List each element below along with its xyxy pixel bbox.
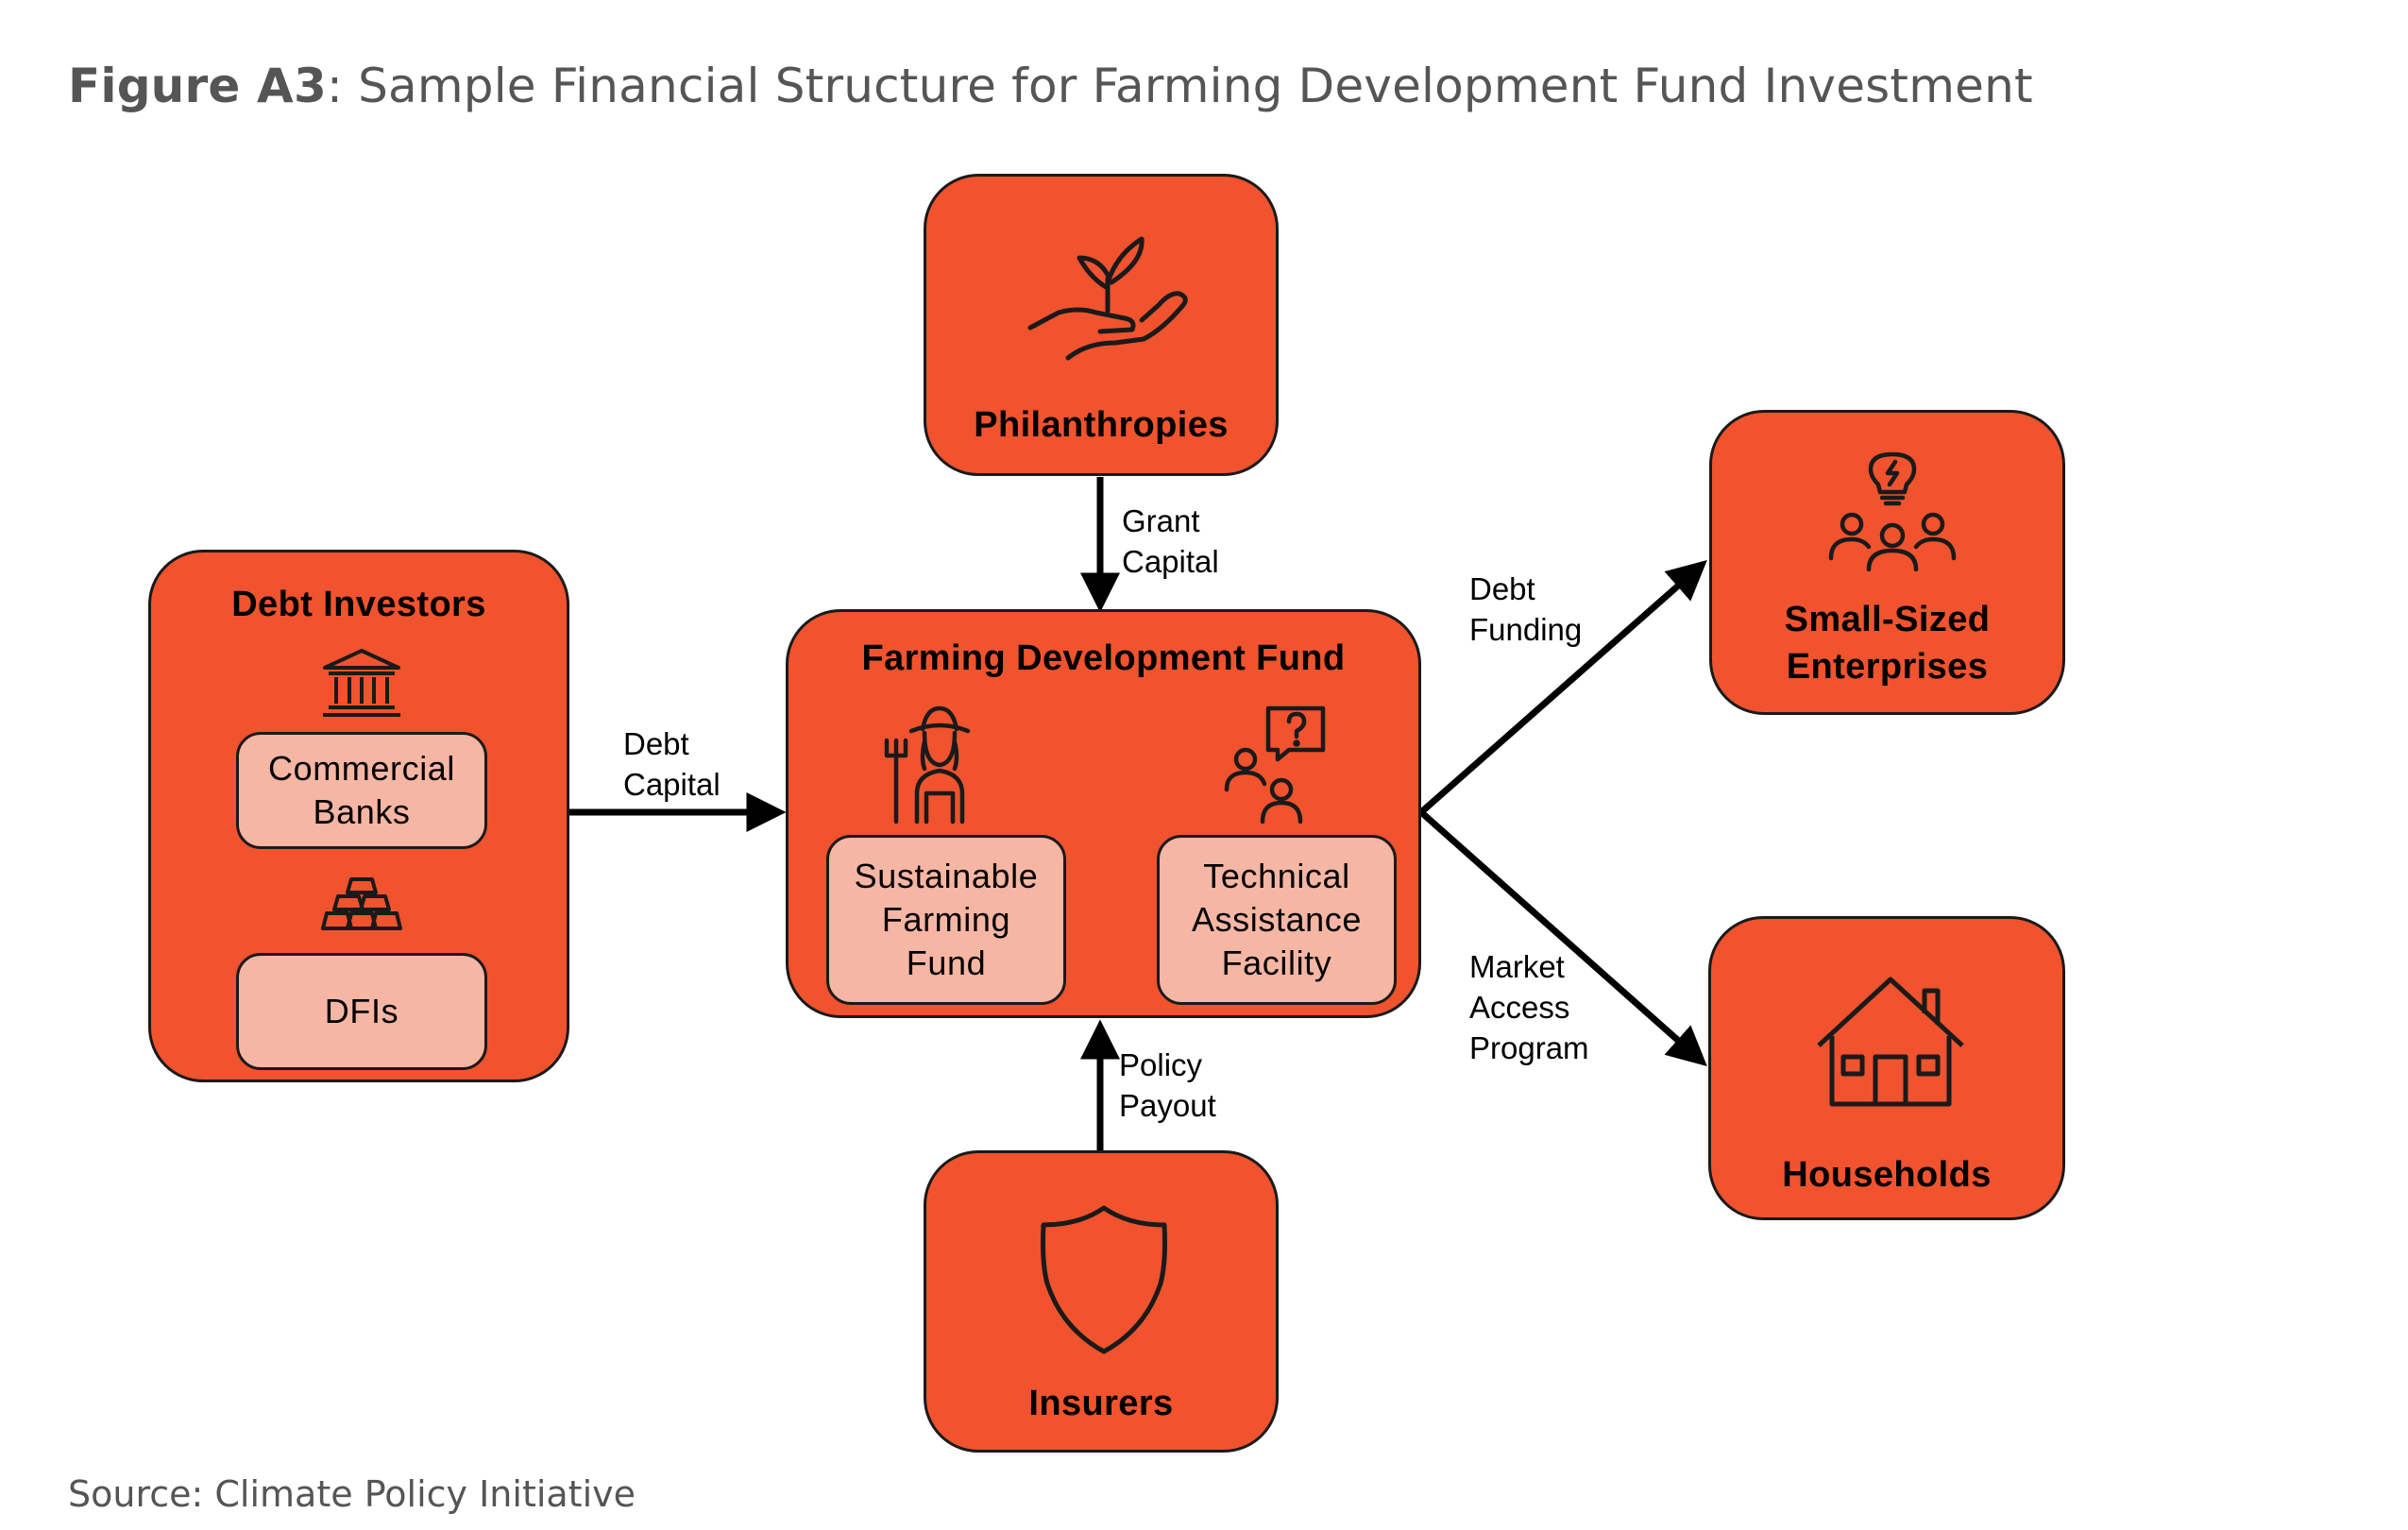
plant-in-hand-icon bbox=[1021, 233, 1191, 366]
insurers-box: Insurers bbox=[924, 1150, 1279, 1453]
debt-funding-arrow bbox=[1418, 560, 1707, 815]
small-sized-enterprises-label: Small-Sized Enterprises bbox=[1784, 600, 1991, 687]
debt-investors-label: Debt Investors bbox=[231, 585, 486, 624]
debt-capital-label: Debt Capital bbox=[623, 726, 721, 802]
figure-title: Figure A3: Sample Financial Structure fo… bbox=[68, 59, 2033, 113]
shield-icon bbox=[1038, 1204, 1170, 1355]
technical-assistance-facility-box: Technical Assistance Facility bbox=[1157, 835, 1397, 1005]
figure-label: Figure A3 bbox=[68, 59, 327, 113]
policy-payout-label: Policy Payout bbox=[1119, 1047, 1216, 1123]
gold-bars-icon bbox=[321, 874, 402, 936]
debt-investors-box: Debt Investors Commercial Banks DFIs bbox=[148, 550, 569, 1082]
fund-label: Farming Development Fund bbox=[861, 638, 1346, 678]
sustainable-farming-fund-box: Sustainable Farming Fund bbox=[826, 835, 1066, 1005]
house-icon bbox=[1815, 976, 1966, 1108]
team-idea-icon bbox=[1823, 449, 1961, 571]
households-label: Households bbox=[1782, 1155, 1992, 1195]
grant-capital-label: Grant Capital bbox=[1122, 503, 1219, 579]
philanthropies-box: Philanthropies bbox=[924, 174, 1279, 476]
debt-funding-label: Debt Funding bbox=[1469, 571, 1583, 647]
philanthropies-label: Philanthropies bbox=[974, 405, 1229, 445]
households-box: Households bbox=[1708, 916, 2065, 1220]
commercial-banks-box: Commercial Banks bbox=[236, 732, 487, 849]
insurers-label: Insurers bbox=[1028, 1384, 1174, 1423]
small-sized-enterprises-box: Small-Sized Enterprises bbox=[1709, 410, 2065, 715]
market-access-program-label: Market Access Program bbox=[1469, 949, 1589, 1065]
market-access-arrow bbox=[1418, 809, 1707, 1066]
bank-building-icon bbox=[321, 647, 402, 719]
figure-title-text: : Sample Financial Structure for Farming… bbox=[326, 59, 2033, 113]
farming-development-fund-box: Farming Development Fund Sustainable Far… bbox=[786, 609, 1421, 1018]
people-question-icon bbox=[1223, 705, 1327, 827]
dfis-box: DFIs bbox=[236, 953, 487, 1070]
farmer-icon bbox=[883, 703, 996, 825]
source-note: Source: Climate Policy Initiative bbox=[68, 1473, 636, 1515]
